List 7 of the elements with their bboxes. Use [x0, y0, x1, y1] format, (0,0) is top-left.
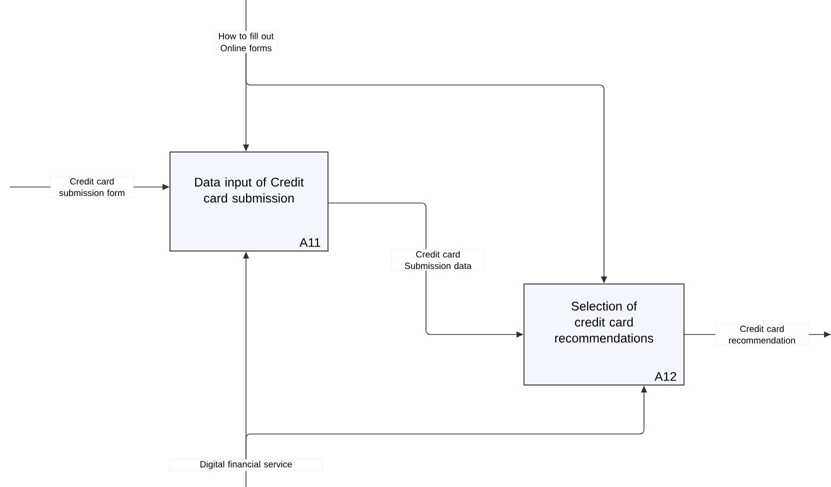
box-number: A12	[654, 372, 676, 381]
edge-label: Credit card Submission data	[391, 249, 485, 271]
edge-label: Credit card submission form	[50, 176, 134, 198]
edge-label: Credit card recommendation	[715, 324, 809, 346]
text-label: Digital financial service	[169, 459, 323, 471]
box-number: A11	[300, 238, 320, 247]
text-label: How to fill out Online forms	[214, 31, 278, 53]
